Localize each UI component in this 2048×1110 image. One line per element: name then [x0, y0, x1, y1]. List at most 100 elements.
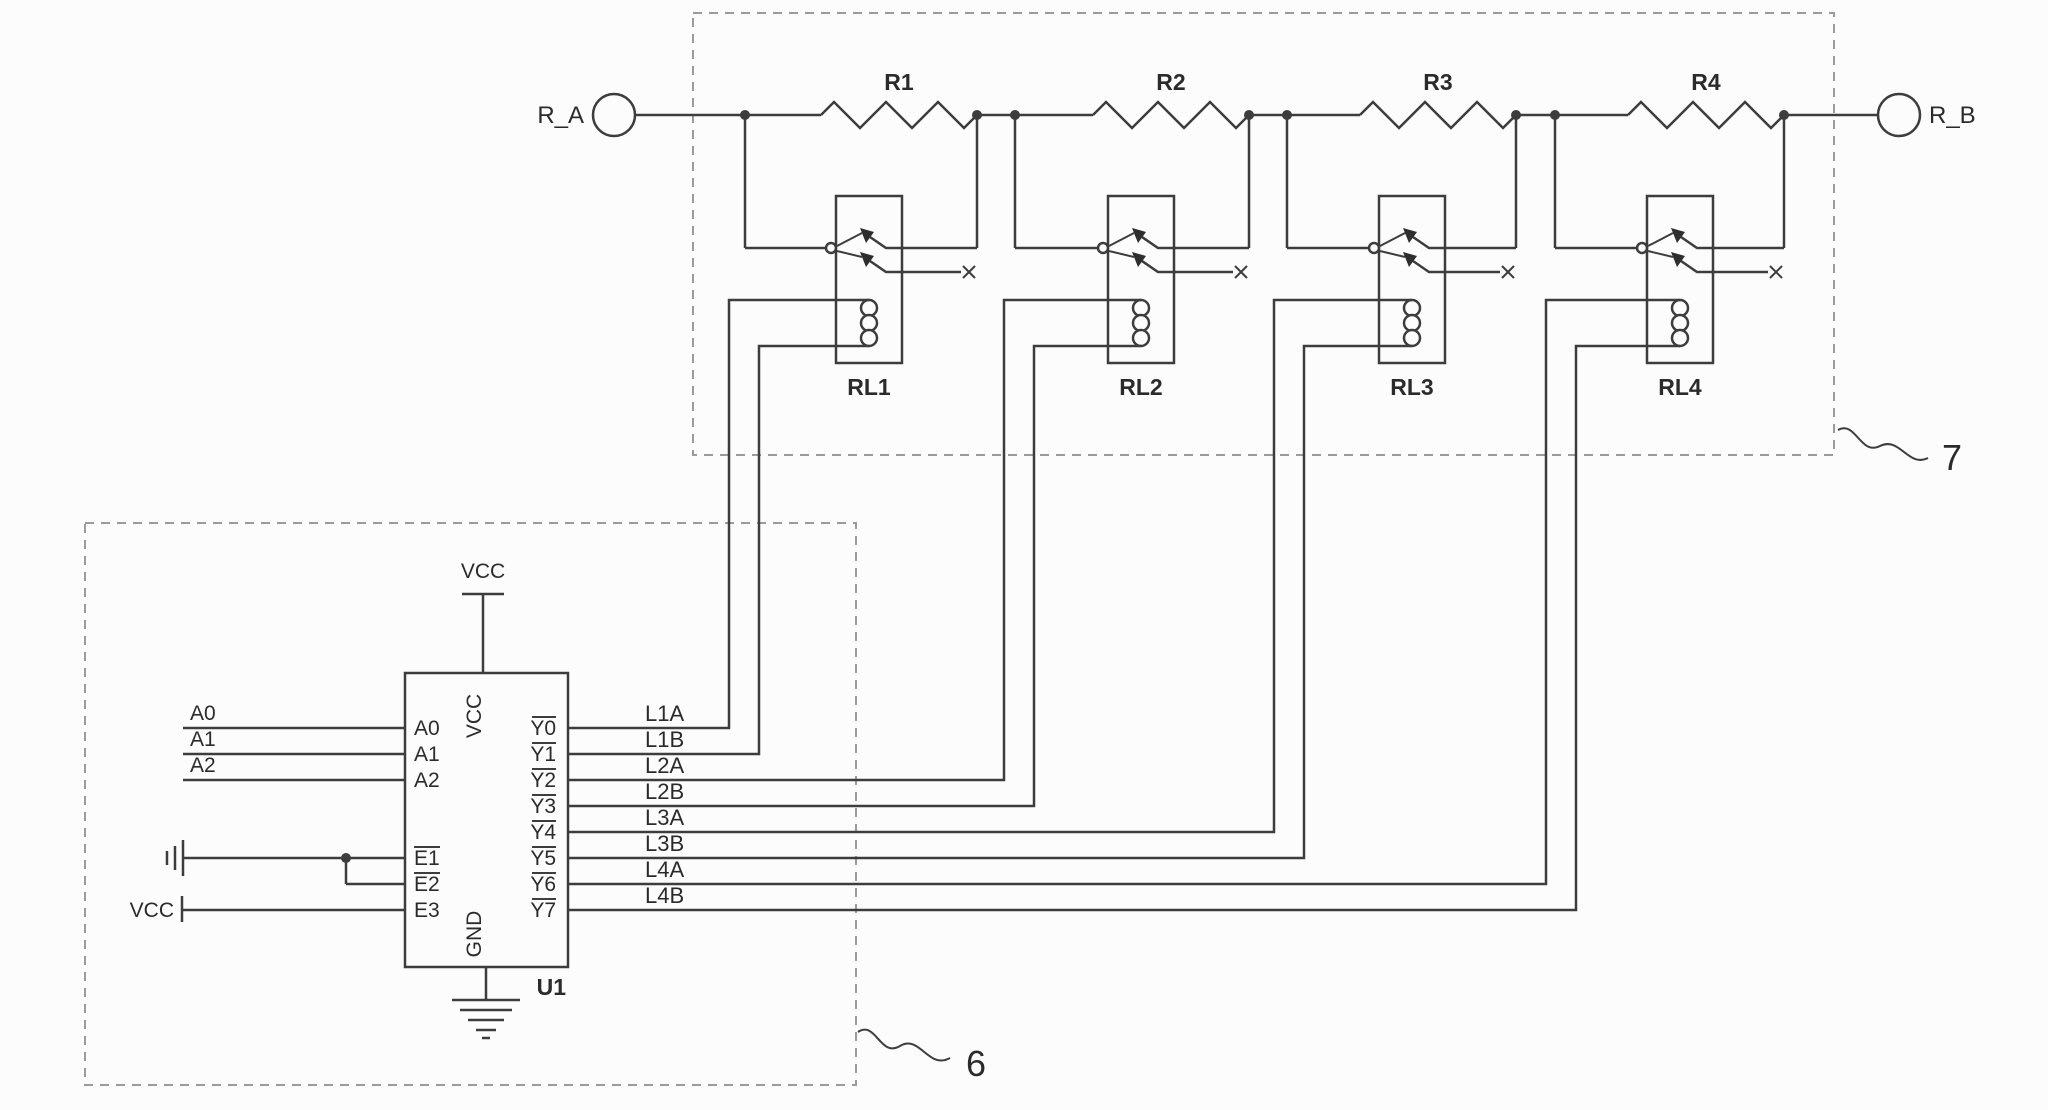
- region7-label: 7: [1942, 437, 1962, 478]
- region6-label: 6: [966, 1043, 986, 1084]
- ic-pin-E1: E1: [414, 847, 440, 870]
- contact-blade: [836, 232, 863, 247]
- relay-RL2: RL2: [1013, 115, 1251, 400]
- region6-dashed-box: [84, 522, 857, 1086]
- resistor-R4-symbol: [1627, 100, 1785, 130]
- contact-blade: [1379, 232, 1406, 247]
- resistor-R2-symbol: [1092, 100, 1250, 130]
- terminal-RB-label: R_B: [1929, 102, 1976, 129]
- net-wire-L3A: [568, 298, 1412, 834]
- contact-blade: [1647, 250, 1674, 258]
- region6-boundary: 6: [84, 522, 986, 1086]
- coil-icon: [1402, 298, 1422, 318]
- ic-pin-E2: E2: [414, 873, 440, 896]
- contact-blade: [1108, 232, 1135, 247]
- resistor-R2-label: R2: [1156, 69, 1185, 95]
- coil-icon: [1131, 313, 1151, 333]
- region7-boundary: 7: [692, 12, 1962, 478]
- net-wire-L4B: [568, 344, 1680, 912]
- ic-pin-Y6: Y6: [530, 873, 556, 896]
- coil-icon: [1402, 313, 1422, 333]
- resistor-R4-label: R4: [1691, 69, 1721, 95]
- nc-cross-icon: [1234, 265, 1248, 279]
- contact-arrow-icon: [1132, 228, 1146, 243]
- contact-arrow-icon: [1671, 252, 1685, 267]
- coil-icon: [859, 298, 879, 318]
- net-label-L3A: L3A: [645, 805, 684, 830]
- net-wire-L2A: [568, 298, 1141, 782]
- control-wires: L1A L1B L2A L2B L3A L3B L4A L4B: [568, 298, 1680, 912]
- ic-pin-Y1: Y1: [530, 743, 556, 766]
- relay-body: [1645, 194, 1715, 365]
- contact-arrow-icon: [860, 252, 874, 267]
- net-label-L4A: L4A: [645, 857, 684, 882]
- net-label-L2A: L2A: [645, 753, 684, 778]
- coil-icon: [1670, 298, 1690, 318]
- leader-squiggle-6: [857, 1028, 951, 1062]
- ic-gnd-pin-label: GND: [463, 911, 486, 958]
- relay-RL1-label: RL1: [847, 374, 891, 400]
- contact-pivot-icon: [824, 241, 838, 255]
- coil-icon: [859, 328, 879, 348]
- input-net-A2: A2: [190, 754, 216, 777]
- relay-body: [834, 194, 904, 365]
- contact-blade: [1108, 250, 1135, 258]
- contact-pivot-icon: [1635, 241, 1649, 255]
- contact-wire: [869, 235, 977, 250]
- nc-cross-icon: [1501, 265, 1515, 279]
- contact-blade: [1647, 232, 1674, 247]
- vcc-top-label: VCC: [461, 560, 505, 583]
- nc-cross-icon: [1769, 265, 1783, 279]
- coil-icon: [1670, 328, 1690, 348]
- nc-stub-wire: [1141, 259, 1233, 274]
- contact-arrow-icon: [1132, 252, 1146, 267]
- contact-blade: [836, 250, 863, 258]
- terminal-RA-circle: [591, 92, 637, 138]
- net-label-L3B: L3B: [645, 831, 684, 856]
- terminal-RB-circle: [1876, 92, 1922, 138]
- input-net-A0: A0: [190, 702, 216, 725]
- ic-refdes: U1: [537, 974, 567, 1000]
- ic-pin-A2: A2: [414, 769, 440, 792]
- contact-pivot-icon: [1096, 241, 1110, 255]
- relay-RL1: RL1: [743, 115, 979, 400]
- coil-icon: [1670, 313, 1690, 333]
- relay-RL4-label: RL4: [1658, 374, 1702, 400]
- nc-stub-wire: [869, 259, 961, 274]
- ic-pin-Y2: Y2: [530, 769, 556, 792]
- contact-arrow-icon: [1671, 228, 1685, 243]
- resistor-R3-label: R3: [1423, 69, 1452, 95]
- relay-RL3: RL3: [1285, 115, 1518, 400]
- contact-wire: [1141, 235, 1249, 250]
- nc-stub-wire: [1412, 259, 1500, 274]
- coil-icon: [859, 313, 879, 333]
- relay-RL4: RL4: [1553, 115, 1786, 400]
- ic-pin-Y7: Y7: [530, 899, 556, 922]
- contact-wire: [1412, 235, 1516, 250]
- contact-wire: [1680, 235, 1784, 250]
- relay-RL3-label: RL3: [1390, 374, 1433, 400]
- contact-blade: [1379, 250, 1406, 258]
- net-label-L2B: L2B: [645, 779, 684, 804]
- net-label-L1B: L1B: [645, 727, 684, 752]
- nc-cross-icon: [962, 265, 976, 279]
- contact-pivot-icon: [1367, 241, 1381, 255]
- ic-pin-A1: A1: [414, 743, 440, 766]
- ic-vcc-pin-label: VCC: [463, 694, 486, 738]
- ic-pin-Y0: Y0: [530, 717, 556, 740]
- net-label-L4B: L4B: [645, 883, 684, 908]
- relay-body: [1377, 194, 1447, 365]
- region7-dashed-box: [692, 12, 1835, 456]
- resistor-R3-symbol: [1359, 100, 1517, 130]
- ic-pin-Y4: Y4: [530, 821, 556, 844]
- contact-arrow-icon: [1403, 252, 1417, 267]
- e3-vcc-label: VCC: [130, 899, 174, 922]
- coil-icon: [1131, 298, 1151, 318]
- earth-ground-icon: [452, 967, 520, 1040]
- input-net-A1: A1: [190, 728, 216, 751]
- contact-arrow-icon: [860, 228, 874, 243]
- ground-icon: [165, 840, 185, 876]
- leader-squiggle-7: [1837, 427, 1929, 461]
- net-label-L1A: L1A: [645, 701, 684, 726]
